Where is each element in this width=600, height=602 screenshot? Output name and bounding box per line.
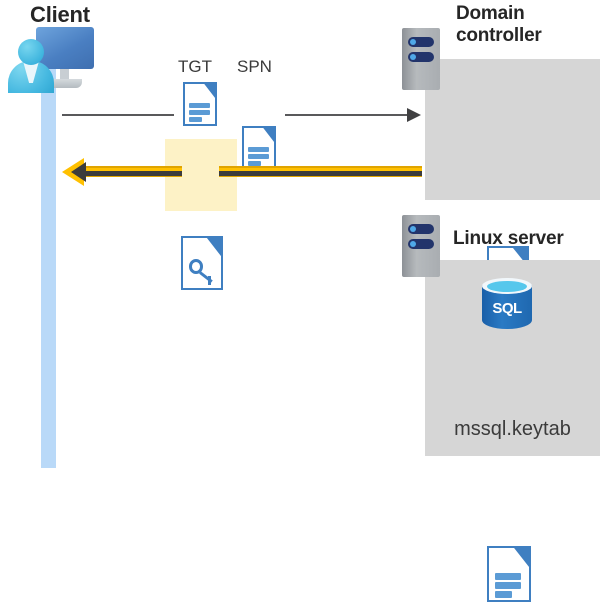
request-arrow-right-segment <box>285 114 409 116</box>
tgt-label: TGT <box>178 57 212 76</box>
user-computer-icon <box>8 25 96 95</box>
arrow-core <box>219 171 422 176</box>
linux-server-icon <box>402 215 440 277</box>
doc-text-line <box>189 103 210 109</box>
server-bay <box>408 224 434 234</box>
doc-text-line <box>248 154 269 160</box>
keytab-filename-label: mssql.keytab <box>454 418 571 440</box>
linux-server-title: Linux server <box>453 228 564 249</box>
diagram-canvas: Client TGT SPN <box>8 2 600 602</box>
doc-text-line <box>248 161 262 167</box>
response-arrowhead-inner-icon <box>71 162 86 182</box>
keytab-document-icon <box>487 546 531 602</box>
tgt-document-icon <box>183 82 217 126</box>
monitor-neck <box>60 69 69 81</box>
domain-controller-panel <box>425 59 600 200</box>
doc-text-line <box>494 590 512 598</box>
server-bay <box>408 239 434 249</box>
client-lifeline <box>41 60 56 468</box>
client-title: Client <box>30 2 90 27</box>
monitor-base <box>48 79 82 88</box>
spn-document-icon <box>242 126 276 170</box>
response-arrow-right-segment <box>219 166 422 177</box>
doc-text-line <box>189 117 203 123</box>
arrow-core <box>80 171 182 176</box>
key-ring <box>188 259 203 274</box>
server-bay <box>408 37 434 47</box>
sql-database-icon: SQL <box>482 278 532 336</box>
server-led-icon <box>410 226 416 232</box>
response-arrow-left-segment <box>80 166 182 177</box>
server-led-icon <box>410 54 416 60</box>
db-cylinder-top <box>487 281 527 292</box>
spn-label: SPN <box>237 57 272 76</box>
domain-controller-server-icon <box>402 28 440 90</box>
sql-label: SQL <box>492 300 522 317</box>
doc-text-line <box>494 572 522 580</box>
person-head <box>18 39 44 65</box>
key-tooth <box>208 276 212 286</box>
server-bay <box>408 52 434 62</box>
doc-text-line <box>189 110 210 116</box>
key-icon <box>188 258 216 286</box>
doc-text-line <box>248 147 269 153</box>
server-led-icon <box>410 241 416 247</box>
doc-text-line <box>494 581 522 589</box>
request-arrow-left-segment <box>62 114 174 116</box>
domain-controller-title: Domain controller <box>456 3 542 47</box>
monitor-screen <box>36 27 94 69</box>
server-led-icon <box>410 39 416 45</box>
key-document-icon <box>181 236 223 290</box>
request-arrowhead-icon <box>407 108 421 122</box>
